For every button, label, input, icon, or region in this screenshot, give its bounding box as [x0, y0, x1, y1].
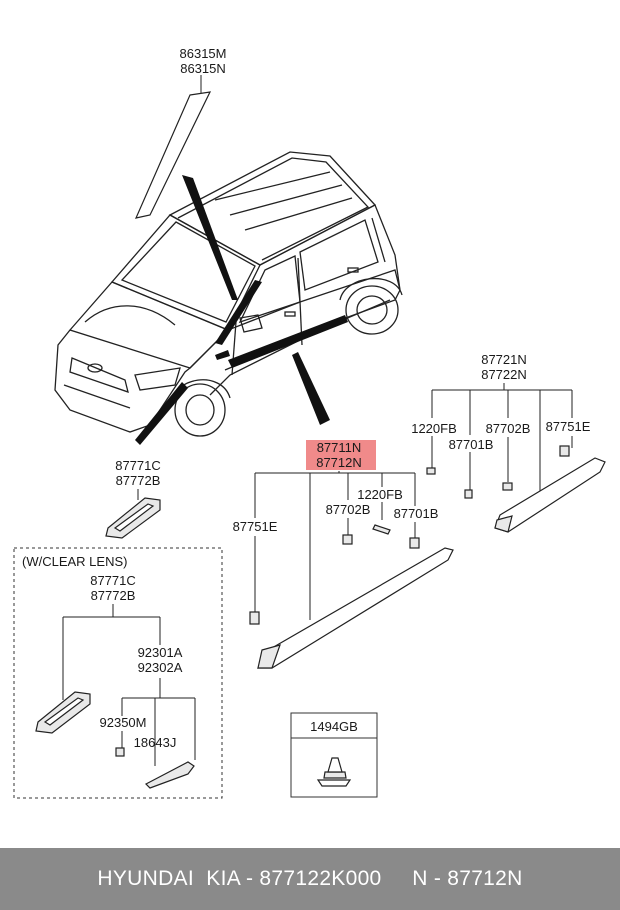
- label-socket: 18643J: [134, 735, 177, 750]
- footer-bar: HYUNDAI KIA - 877122K000 N - 87712N: [0, 848, 620, 910]
- rear-molding-leaders: [431, 383, 573, 500]
- clear-lens-title: (W/CLEAR LENS): [22, 554, 127, 569]
- label-clip-box: 1494GB: [310, 719, 358, 734]
- lamp-socket-part[interactable]: [144, 761, 195, 789]
- label-lamp-1: 92301A: [138, 645, 183, 660]
- front-molding-leaders: [254, 471, 416, 620]
- label-clear-repeater-1: 87771C: [90, 573, 136, 588]
- bulb-part[interactable]: [115, 747, 125, 757]
- clip-box: [290, 712, 378, 798]
- label-side-repeater-2: 87772B: [116, 473, 161, 488]
- label-screw-front: 1220FB: [357, 487, 403, 502]
- front-door-molding-part[interactable]: [249, 524, 454, 669]
- label-front-molding-2: 87712N: [316, 455, 362, 470]
- label-side-repeater-1: 87771C: [115, 458, 161, 473]
- highlight-box: [306, 440, 376, 470]
- rear-door-molding-part[interactable]: [426, 445, 606, 533]
- label-bulb: 92350M: [100, 715, 147, 730]
- label-clip-751e-front: 87751E: [233, 519, 278, 534]
- label-lamp-2: 92302A: [138, 660, 183, 675]
- label-clip-751e-rear: 87751E: [546, 419, 591, 434]
- label-clip-701b-front: 87701B: [394, 506, 439, 521]
- label-front-molding-1: 87711N: [317, 440, 362, 455]
- label-clip-701b-rear: 87701B: [449, 437, 494, 452]
- label-clip-702b-rear: 87702B: [486, 421, 531, 436]
- label-rear-molding-1: 87721N: [481, 352, 527, 367]
- clear-lens-leaders: [62, 604, 196, 766]
- label-clear-repeater-2: 87772B: [91, 588, 136, 603]
- footer-part-number: HYUNDAI KIA - 877122K000 N - 87712N: [97, 867, 523, 890]
- push-clip-part[interactable]: [316, 757, 352, 787]
- parts-diagram: 86315M 86315N: [13, 46, 606, 799]
- label-roof-molding-2: 86315N: [180, 61, 226, 76]
- label-rear-molding-2: 87722N: [481, 367, 527, 382]
- label-roof-molding-1: 86315M: [180, 46, 227, 61]
- clear-lens-box: [13, 547, 223, 799]
- roof-molding-part[interactable]: [134, 75, 212, 219]
- clear-lens-repeater-part[interactable]: [35, 691, 91, 734]
- label-clip-702b-front: 87702B: [326, 502, 371, 517]
- car-illustration: [54, 151, 403, 445]
- side-repeater-part[interactable]: [105, 489, 161, 539]
- label-screw-rear: 1220FB: [411, 421, 457, 436]
